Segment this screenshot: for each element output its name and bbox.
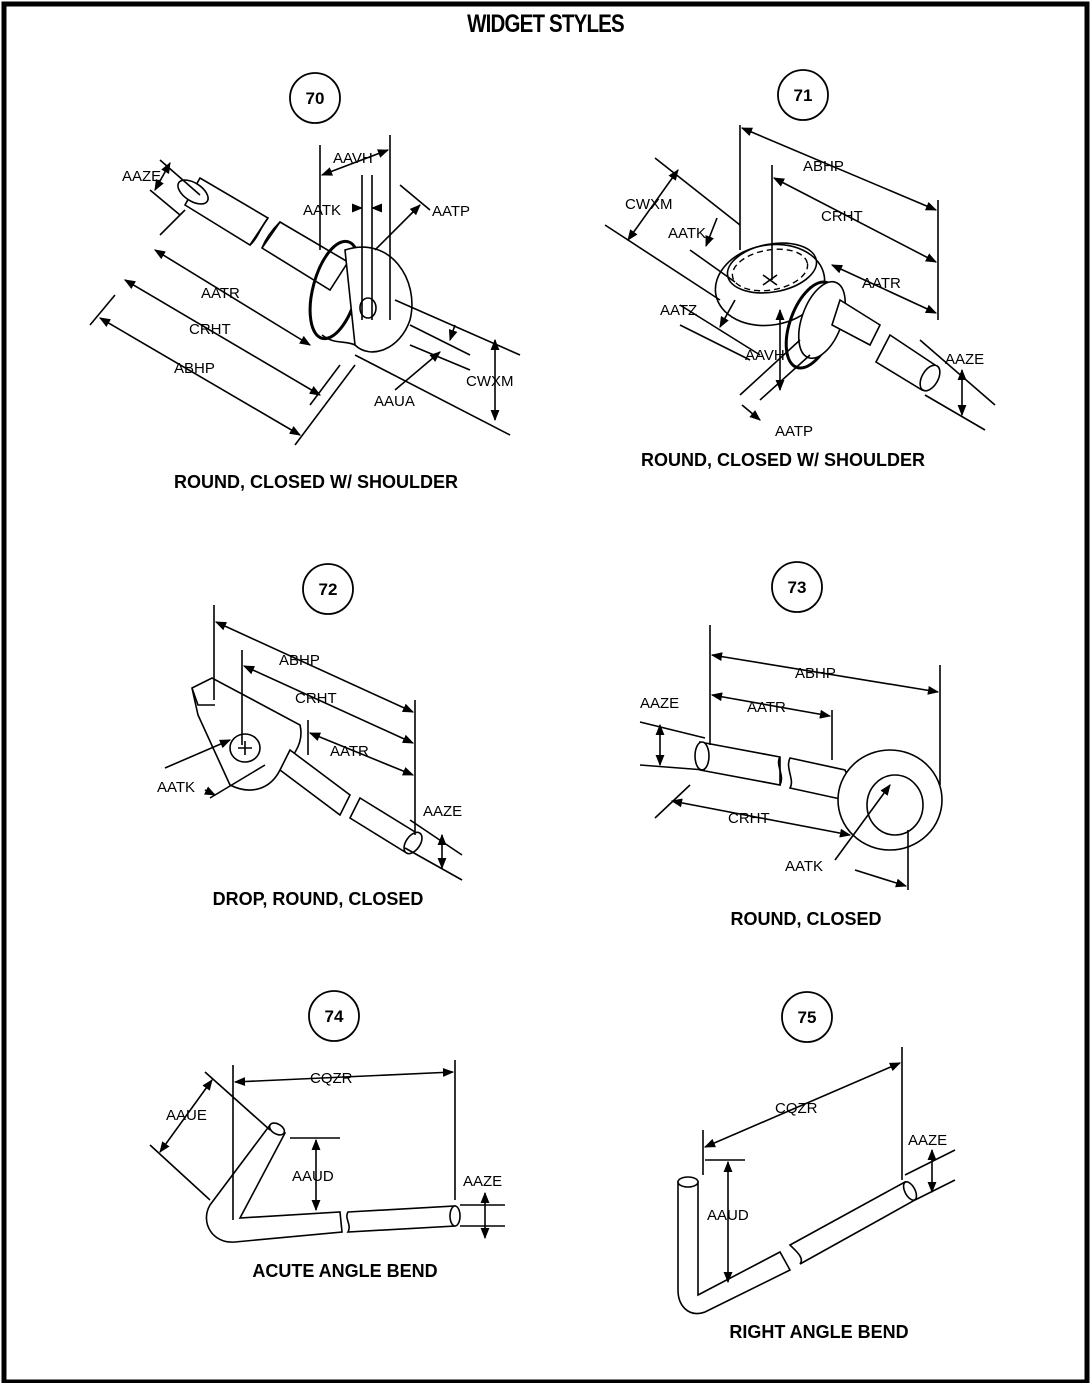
figure-73-number-circle bbox=[771, 561, 823, 613]
figure-71-label-cwxm: CWXM bbox=[625, 196, 673, 213]
figure-72-dimensions bbox=[164, 605, 463, 881]
figure-73-label-aatk: AATK bbox=[785, 858, 823, 875]
figure-70: 70 bbox=[89, 72, 521, 492]
figure-74: 74 CQZR AAUE AAUD bbox=[149, 990, 505, 1281]
figure-73-number: 73 bbox=[788, 578, 807, 597]
figure-70-number: 70 bbox=[306, 89, 325, 108]
figure-71-label-crht: CRHT bbox=[821, 208, 863, 225]
figure-71-label-aatk: AATK bbox=[668, 225, 706, 242]
figure-71-label-aatr: AATR bbox=[862, 275, 901, 292]
figure-74-label-cqzr: CQZR bbox=[310, 1070, 353, 1087]
figure-74-number-circle bbox=[308, 990, 360, 1042]
figure-75-number: 75 bbox=[798, 1008, 817, 1027]
figure-71: 71 bbox=[604, 69, 996, 470]
figure-74-label-aaue: AAUE bbox=[166, 1107, 207, 1124]
figure-72-rod bbox=[278, 748, 423, 855]
figure-75-label-aaud: AAUD bbox=[707, 1207, 749, 1224]
figure-70-label-abhp: ABHP bbox=[174, 360, 215, 377]
figure-70-label-aatp: AATP bbox=[432, 203, 470, 220]
figure-70-label-cwxm: CWXM bbox=[466, 373, 514, 390]
figure-75-caption: RIGHT ANGLE BEND bbox=[729, 1322, 908, 1342]
figure-72-number-circle bbox=[302, 563, 354, 615]
figure-74-caption: ACUTE ANGLE BEND bbox=[252, 1261, 437, 1281]
figure-71-caption: ROUND, CLOSED W/ SHOULDER bbox=[641, 450, 925, 470]
figure-72-label-abhp: ABHP bbox=[279, 652, 320, 669]
figure-73: 73 bbox=[639, 561, 943, 929]
figure-70-label-aatr: AATR bbox=[201, 285, 240, 302]
figure-72-label-aaze: AAZE bbox=[423, 803, 462, 820]
figure-71-number-circle bbox=[777, 69, 829, 121]
figure-72-number: 72 bbox=[319, 580, 338, 599]
figure-73-rod bbox=[694, 741, 850, 801]
figure-72-label-aatk: AATK bbox=[157, 779, 195, 796]
figure-74-label-aaze: AAZE bbox=[463, 1173, 502, 1190]
figure-70-label-crht: CRHT bbox=[189, 321, 231, 338]
figure-75-number-circle bbox=[781, 991, 833, 1043]
figure-71-number: 71 bbox=[794, 86, 813, 105]
figure-75-label-aaze: AAZE bbox=[908, 1132, 947, 1149]
figure-73-dimensions bbox=[639, 625, 941, 890]
figure-74-number: 74 bbox=[325, 1007, 344, 1026]
figure-73-label-aatr: AATR bbox=[747, 699, 786, 716]
figure-71-label-aavh: AAVH bbox=[745, 347, 785, 364]
figure-75-dimensions bbox=[702, 1047, 956, 1284]
figure-75: 75 CQZR AAZE AAUD RIGHT ANGLE BEND bbox=[677, 991, 956, 1342]
figure-72: 72 bbox=[157, 563, 463, 909]
figure-71-label-aatz: AATZ bbox=[660, 302, 697, 319]
figure-70-label-aaua: AAUA bbox=[374, 393, 415, 410]
figure-73-label-crht: CRHT bbox=[728, 810, 770, 827]
figure-70-label-aatk: AATK bbox=[303, 202, 341, 219]
page-title: WIDGET STYLES bbox=[467, 10, 625, 38]
figure-73-label-abhp: ABHP bbox=[795, 665, 836, 682]
figure-72-label-crht: CRHT bbox=[295, 690, 337, 707]
figure-73-label-aaze: AAZE bbox=[640, 695, 679, 712]
figure-72-label-aatr: AATR bbox=[330, 743, 369, 760]
figure-74-dimensions bbox=[149, 1060, 505, 1240]
figure-75-bent-rod bbox=[677, 1176, 918, 1315]
figure-74-label-aaud: AAUD bbox=[292, 1168, 334, 1185]
figure-71-label-aaze: AAZE bbox=[945, 351, 984, 368]
figure-71-dimensions bbox=[604, 125, 996, 431]
figure-70-label-aaze: AAZE bbox=[122, 168, 161, 185]
figure-70-rod bbox=[177, 176, 350, 292]
figure-75-label-cqzr: CQZR bbox=[775, 1100, 818, 1117]
figure-70-caption: ROUND, CLOSED W/ SHOULDER bbox=[174, 472, 458, 492]
figure-72-caption: DROP, ROUND, CLOSED bbox=[213, 889, 424, 909]
figure-71-label-abhp: ABHP bbox=[803, 158, 844, 175]
figure-70-label-aavh: AAVH bbox=[333, 150, 373, 167]
figure-74-bent-rod bbox=[205, 1122, 461, 1243]
figure-70-number-circle bbox=[289, 72, 341, 124]
figure-73-caption: ROUND, CLOSED bbox=[730, 909, 881, 929]
figure-70-dimensions bbox=[89, 135, 521, 446]
figure-71-label-aatp: AATP bbox=[775, 423, 813, 440]
